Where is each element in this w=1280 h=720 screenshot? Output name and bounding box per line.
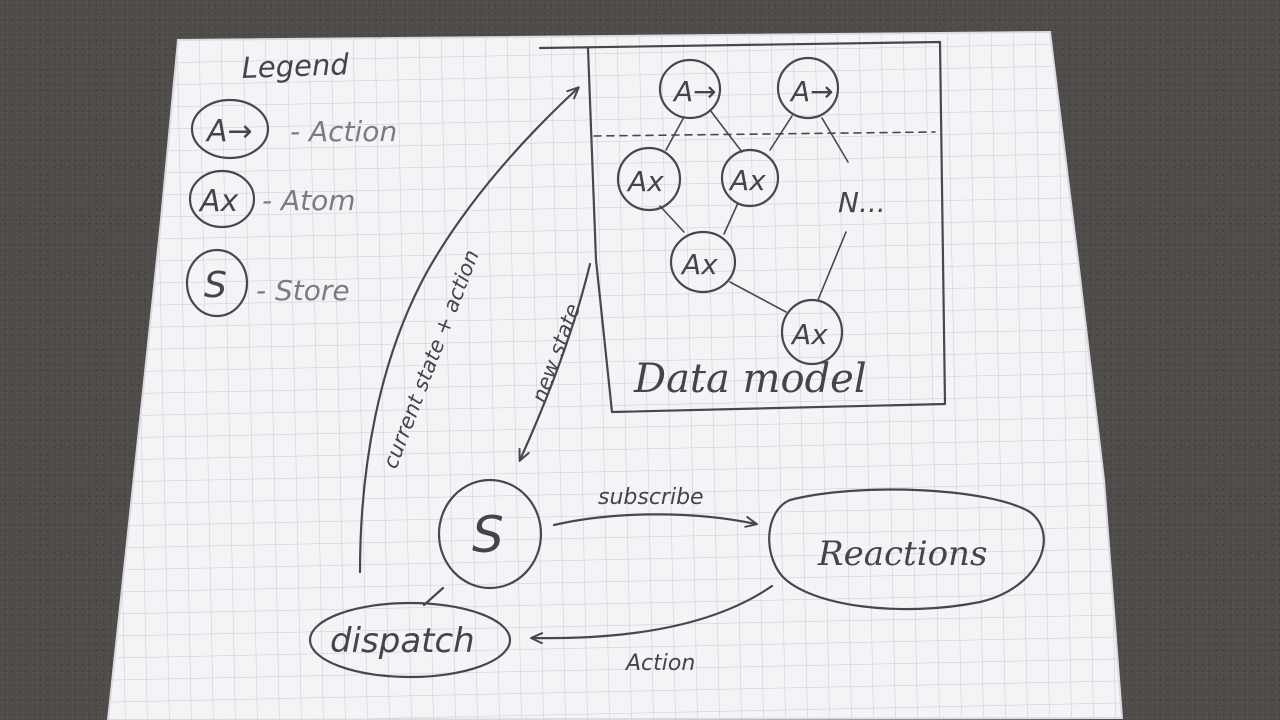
legend-action-symbol-text: A→ bbox=[205, 114, 253, 149]
action-node-2: A→ bbox=[776, 56, 840, 120]
atom-node-4: Ax bbox=[780, 298, 844, 366]
legend-store-symbol-text: S bbox=[204, 265, 227, 306]
atom-node-3: Ax bbox=[669, 230, 737, 294]
legend-store: S - Store bbox=[185, 248, 350, 318]
current-state-arrow bbox=[358, 86, 580, 574]
atom-node-1: Ax bbox=[616, 146, 682, 212]
data-model-title: Data model bbox=[633, 356, 867, 402]
legend-action-label: - Action bbox=[290, 115, 397, 148]
store-node: S bbox=[437, 478, 543, 590]
data-model-edges bbox=[659, 109, 849, 313]
legend-atom: Ax - Atom bbox=[188, 169, 356, 229]
atom-node-1-label: Ax bbox=[626, 165, 664, 198]
action-node-2-label: A→ bbox=[789, 75, 834, 108]
legend-action: A→ - Action bbox=[190, 98, 397, 160]
reactions-node-label: Reactions bbox=[817, 534, 987, 574]
data-model-frame bbox=[538, 40, 947, 414]
atom-node-2-label: Ax bbox=[728, 164, 766, 197]
legend-atom-symbol bbox=[188, 169, 256, 229]
paper-sheet bbox=[108, 32, 1122, 720]
legend-store-label: - Store bbox=[256, 274, 350, 307]
more-nodes-label: N... bbox=[838, 186, 886, 219]
subscribe-arrow bbox=[552, 513, 758, 528]
legend-atom-label: - Atom bbox=[262, 184, 356, 217]
action-arrow-label: Action bbox=[624, 651, 695, 676]
reactions-node: Reactions bbox=[768, 488, 1045, 611]
action-arrow bbox=[530, 584, 774, 645]
new-state-arrow bbox=[518, 262, 592, 462]
action-node-1: A→ bbox=[658, 58, 722, 120]
store-dispatch-link bbox=[422, 586, 445, 607]
data-model: A→ A→ Ax Ax Ax Ax N... Data model bbox=[538, 40, 947, 414]
atom-node-2: Ax bbox=[720, 148, 780, 208]
dispatch-node-label: dispatch bbox=[330, 621, 475, 661]
legend-title: Legend bbox=[241, 47, 350, 85]
data-model-divider bbox=[593, 131, 936, 137]
legend: Legend A→ - Action Ax - Atom S - Store bbox=[185, 47, 397, 318]
atom-node-4-label: Ax bbox=[790, 318, 828, 351]
legend-store-symbol bbox=[185, 248, 249, 318]
subscribe-arrow-label: subscribe bbox=[598, 485, 704, 510]
store-node-label: S bbox=[472, 506, 504, 564]
atom-node-3-label: Ax bbox=[680, 248, 718, 281]
dispatch-node: dispatch bbox=[308, 601, 512, 679]
action-node-1-label: A→ bbox=[672, 75, 717, 108]
legend-atom-symbol-text: Ax bbox=[198, 184, 239, 219]
legend-action-symbol bbox=[190, 98, 270, 160]
